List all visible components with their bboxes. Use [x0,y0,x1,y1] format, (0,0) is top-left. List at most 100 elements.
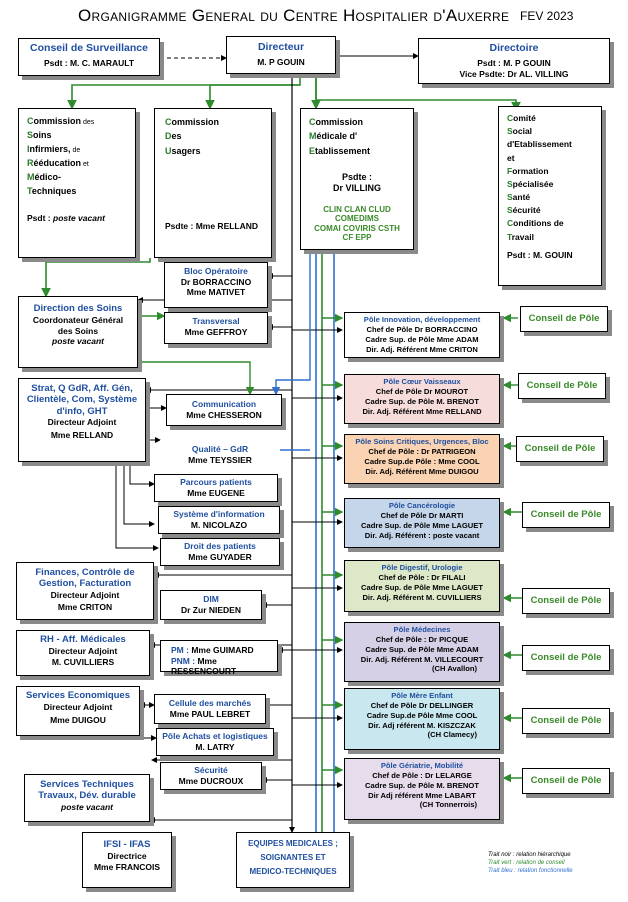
directoire-title: Directoire [489,42,539,54]
pole-chef: Chef de Pôle Dr MARTI [380,510,464,520]
directoire-box: Directoire Psdt : M. P GOUIN Vice Psdte:… [418,38,610,84]
ifsi-box: IFSI - IFAS Directrice Mme FRANCOIS [82,832,172,888]
pm-pnm-box: PM : Mme GUIMARD PNM : Mme RESSENCOURT [160,640,278,676]
communication-l1: Mme CHESSERON [186,409,262,420]
acronym-line: Santé [507,191,601,204]
droit-patients-title: Droit des patients [184,541,256,551]
conseil-pole-box: Conseil de Pôle [522,502,610,528]
pole-dir: Dir. Adj. Référent : poste vacant [364,530,480,540]
legend: Trait noir : relation hiérarchique Trait… [488,852,573,875]
page-title: Organigramme General du Centre Hospitali… [78,6,510,25]
pole-cadre: Cadre Sup. de Pôle Mme ADAM [365,334,479,344]
conseil-pole-box: Conseil de Pôle [520,306,608,332]
directeur-title: Directeur [257,41,305,53]
services-economiques-box: Services Economiques Directeur Adjoint M… [16,686,140,736]
pole-chef: Chef de Pôle : Dr PATRIGEON [368,446,476,456]
acronym-initial: S [27,129,34,140]
acronym-initial: S [507,205,513,216]
conseil-surveillance-title: Conseil de Surveillance [30,42,148,54]
pole-title: Pôle Cancérologie [388,501,456,510]
acronym-rest: ormation [512,165,549,176]
acronym-rest: ravail [511,231,534,242]
pole-title: Pôle Digestif, Urologie [381,563,463,572]
conseil-surveillance-psdt: Psdt : M. C. MARAULT [43,58,135,69]
acronym-initial: C [165,117,172,127]
pole-cadre: Cadre Sup.de Pôle Mme COOL [366,710,478,720]
pole-title: Pôle Gériatrie, Mobilité [380,761,464,770]
pole-cadre: Cadre Sup. de Pôle M. BRENOT [365,780,479,790]
strat-box: Strat, Q GdR, Aff. Gén, Clientèle, Com, … [18,378,146,462]
acronym-rest: d'Etablissement [507,139,572,150]
sub-committee: CF EPP [342,233,372,243]
acronym-rest: ééducation [33,157,82,168]
pole-chef: Chef de Pôle Dr DELLINGER [370,700,474,710]
services-techniques-l1: poste vacant [61,801,113,812]
acronym-initial: E [309,145,316,156]
pole-dir: Dir. Adj référent M. KISZCZAK [368,720,476,730]
ifsi-l2: Mme FRANCOIS [93,861,161,872]
acronym-line: et [507,152,601,165]
equipes-l1: EQUIPES MEDICALES ; [248,839,338,848]
directoire-psdt: Psdt : M. P GOUIN [477,58,551,69]
pole-title: Pôle Médecines [393,625,451,634]
transversal-title: Transversal [192,316,240,326]
parcours-patients-box: Parcours patients Mme EUGENE [154,474,278,502]
acronym-initial: M [27,171,35,182]
qualite-title: Qualité – GdR [191,444,249,454]
achats-logistiques-title: Pôle Achats et logistiques [162,731,268,741]
acronym-initial: U [165,145,172,156]
acronym-suffix: de [70,146,81,154]
legend-black: Trait noir : relation hiérarchique [488,852,571,858]
acronym-line: Commission [165,115,271,129]
acronym-line: Comité [507,112,601,125]
acronym-initial: S [507,178,513,189]
acronym-line: Commission des [27,115,135,129]
qualite-box: Qualité – GdR Mme TEYSSIER [160,440,280,470]
parcours-patients-l1: Mme EUGENE [187,487,245,498]
acronym-initial: T [27,185,32,196]
pole-title: Pôle Cœur Vaisseaux [383,377,461,386]
securite-l1: Mme DUCROUX [178,775,244,786]
acronym-line: Rééducation et [27,157,135,171]
qualite-l1: Mme TEYSSIER [188,454,252,465]
achats-logistiques-box: Pôle Achats et logistiques M. LATRY [156,728,274,756]
conseil-pole-box: Conseil de Pôle [522,645,610,671]
acronym-line: Médicale d' [309,129,413,143]
conseil-pole-box: Conseil de Pôle [522,768,610,794]
acronym-line: Soins [27,129,135,143]
pole-title: Pôle Soins Critiques, Urgences, Bloc [355,437,489,446]
acronym-line: d'Etablissement [507,138,601,151]
systeme-information-title: Système d'information [173,509,265,519]
cellule-marches-title: Cellule des marchés [168,698,252,708]
acronym-initial: R [27,157,34,168]
transversal-l1: Mme GEFFROY [184,326,248,337]
finances-l2: Mme CRITON [57,602,113,613]
commission-medicale-psdte-label: Psdte : [341,172,372,183]
bloc-operatoire-l2: Mme MATIVET [186,287,246,298]
sub-committee: COMEDIMS [335,214,379,224]
rh-l2: M. CUVILLIERS [51,656,115,667]
sub-committee: CLIN CLAN CLUD [323,204,391,214]
acronym-line: Commission [309,115,413,129]
services-economiques-l1: Directeur Adjoint [43,701,113,712]
equipes-l2: SOIGNANTES ET [260,853,326,862]
acronym-line: Médico- [27,171,135,185]
securite-title: Sécurité [194,765,228,775]
rh-title: RH - Aff. Médicales [40,634,126,645]
acronym-rest: anté [512,192,531,203]
direction-soins-l2: des Soins [57,325,99,336]
sub-committee: COMAI COVIRIS CSTH [314,223,400,233]
pole-dir: Dir. Adj. Référent Mme RELLAND [362,406,482,416]
acronym-rest: édico- [34,171,62,182]
acronym-initial: D [165,131,172,142]
